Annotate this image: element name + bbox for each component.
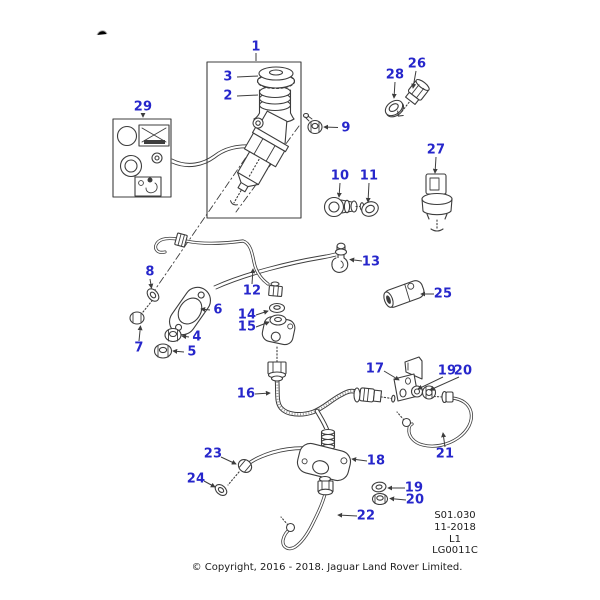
drawing-date: 11-2018	[434, 521, 476, 533]
callout-3[interactable]: 3	[223, 69, 233, 85]
callout-15[interactable]: 15	[237, 319, 257, 335]
callout-4[interactable]: 4	[192, 329, 202, 345]
callout-8[interactable]: 8	[145, 264, 155, 280]
callout-24[interactable]: 24	[186, 471, 206, 487]
callout-12[interactable]: 12	[242, 283, 262, 299]
callout-20b[interactable]: 20	[405, 492, 425, 508]
stray-mark	[96, 30, 108, 36]
part-7-bolt	[129, 296, 156, 325]
part-13-clip	[331, 242, 349, 273]
part-26-fitting	[397, 78, 430, 117]
callout-9[interactable]: 9	[341, 120, 351, 136]
drawing-sheet: L1	[449, 533, 461, 545]
callout-27[interactable]: 27	[426, 142, 446, 158]
part-22-pipe	[280, 492, 327, 551]
part-24-washer	[214, 484, 228, 496]
clip-wire	[213, 252, 337, 290]
part-4-nut	[164, 327, 182, 343]
part-9-nut	[302, 112, 323, 135]
callout-7[interactable]: 7	[134, 340, 144, 356]
callout-19b[interactable]: 19	[404, 480, 424, 496]
callout-17[interactable]: 17	[365, 361, 385, 377]
callout-21[interactable]: 21	[435, 446, 455, 462]
plate-wire	[171, 144, 252, 168]
callout-10[interactable]: 10	[330, 168, 350, 184]
part-19a-washer	[410, 385, 424, 398]
callout-11[interactable]: 11	[359, 168, 379, 184]
part-5-nut	[153, 343, 173, 359]
leader-lines	[137, 53, 460, 518]
callout-18[interactable]: 18	[366, 453, 386, 469]
drawing-number: S01.030	[434, 510, 476, 521]
part-29-label-plate	[112, 118, 172, 198]
callout-23[interactable]: 23	[203, 446, 223, 462]
callout-26[interactable]: 26	[407, 56, 427, 72]
part-16-hose	[274, 376, 396, 433]
part-20b-nut	[371, 492, 389, 506]
callout-2[interactable]: 2	[223, 88, 233, 104]
callout-22[interactable]: 22	[356, 508, 376, 524]
callout-5[interactable]: 5	[187, 344, 197, 360]
callout-20a[interactable]: 20	[453, 363, 473, 379]
part-25-connector	[383, 280, 425, 308]
part-28-washer	[384, 99, 405, 118]
callout-14[interactable]: 14	[237, 307, 257, 323]
part-14-15-fitting-stack	[261, 281, 296, 382]
part-18-bracket	[296, 428, 352, 496]
copyright-notice: © Copyright, 2016 - 2018. Jaguar Land Ro…	[191, 562, 463, 573]
part-23-bolt	[227, 459, 253, 486]
callout-16[interactable]: 16	[236, 386, 256, 402]
drawing-code: LG0011C	[432, 545, 478, 557]
callout-13[interactable]: 13	[361, 254, 381, 270]
part-21-pipe	[396, 390, 474, 448]
part-17-bracket	[393, 356, 423, 402]
part-1-assembly-box	[206, 61, 302, 219]
callout-6[interactable]: 6	[213, 302, 223, 318]
part-12-pipe	[154, 232, 270, 286]
part-8-washer	[146, 288, 160, 302]
callout-25[interactable]: 25	[433, 286, 453, 302]
callout-29[interactable]: 29	[133, 99, 153, 115]
part-1-master-cylinder	[229, 110, 290, 206]
callout-19a[interactable]: 19	[437, 363, 457, 379]
callout-28[interactable]: 28	[385, 67, 405, 83]
part-11-seal	[361, 201, 379, 217]
callout-1[interactable]: 1	[251, 39, 261, 55]
part-19b-washer	[371, 481, 387, 493]
part-27-switch	[421, 173, 453, 232]
part-10-fitting	[323, 196, 365, 218]
drawing-info-block: S01.030 11-2018 L1 LG0011C	[410, 510, 500, 557]
